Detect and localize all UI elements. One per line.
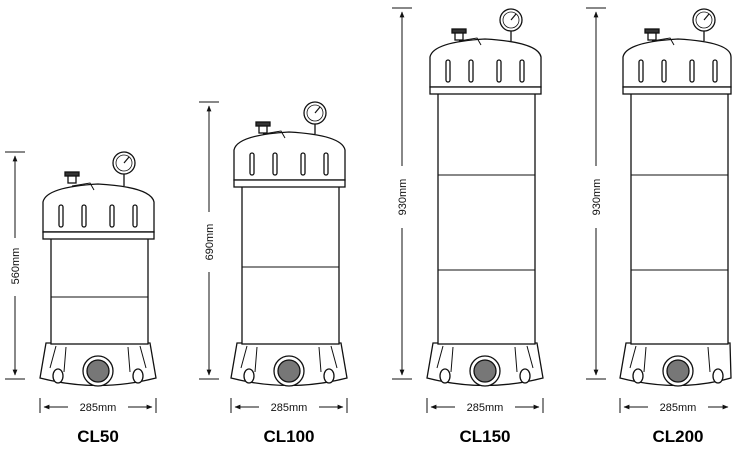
filter-cl50: 560mm: [5, 151, 157, 446]
model-label-cl50: CL50: [77, 427, 119, 446]
model-label-cl150: CL150: [459, 427, 510, 446]
model-label-cl100: CL100: [263, 427, 314, 446]
height-label-cl150: 930mm: [397, 179, 409, 216]
width-dimension-cl50: 285mm: [39, 398, 157, 414]
filter-body-cl150: [426, 8, 544, 387]
width-dimension-cl200: 285mm: [619, 398, 729, 414]
width-dimension-cl100: 285mm: [230, 398, 348, 414]
height-label-cl50: 560mm: [10, 248, 22, 285]
model-label-cl200: CL200: [652, 427, 703, 446]
width-dimension-cl150: 285mm: [426, 398, 544, 414]
width-label-cl100: 285mm: [271, 402, 308, 414]
filter-body-cl50: [39, 151, 157, 387]
width-label-cl50: 285mm: [80, 402, 117, 414]
filter-cl100: 690mm: [199, 101, 348, 446]
height-dimension-cl100: 690mm: [199, 101, 219, 380]
width-label-cl150: 285mm: [467, 402, 504, 414]
height-label-cl200: 930mm: [591, 179, 603, 216]
width-label-cl200: 285mm: [660, 402, 697, 414]
filter-body-cl200: [619, 8, 732, 387]
height-label-cl100: 690mm: [204, 224, 216, 261]
filter-cl150: 930mm: [392, 7, 544, 446]
filter-cl200: 930mm: [586, 7, 732, 446]
height-dimension-cl150: 930mm: [392, 7, 412, 380]
height-dimension-cl200: 930mm: [586, 7, 606, 380]
height-dimension-cl50: 560mm: [5, 151, 25, 380]
filter-body-cl100: [230, 101, 348, 387]
